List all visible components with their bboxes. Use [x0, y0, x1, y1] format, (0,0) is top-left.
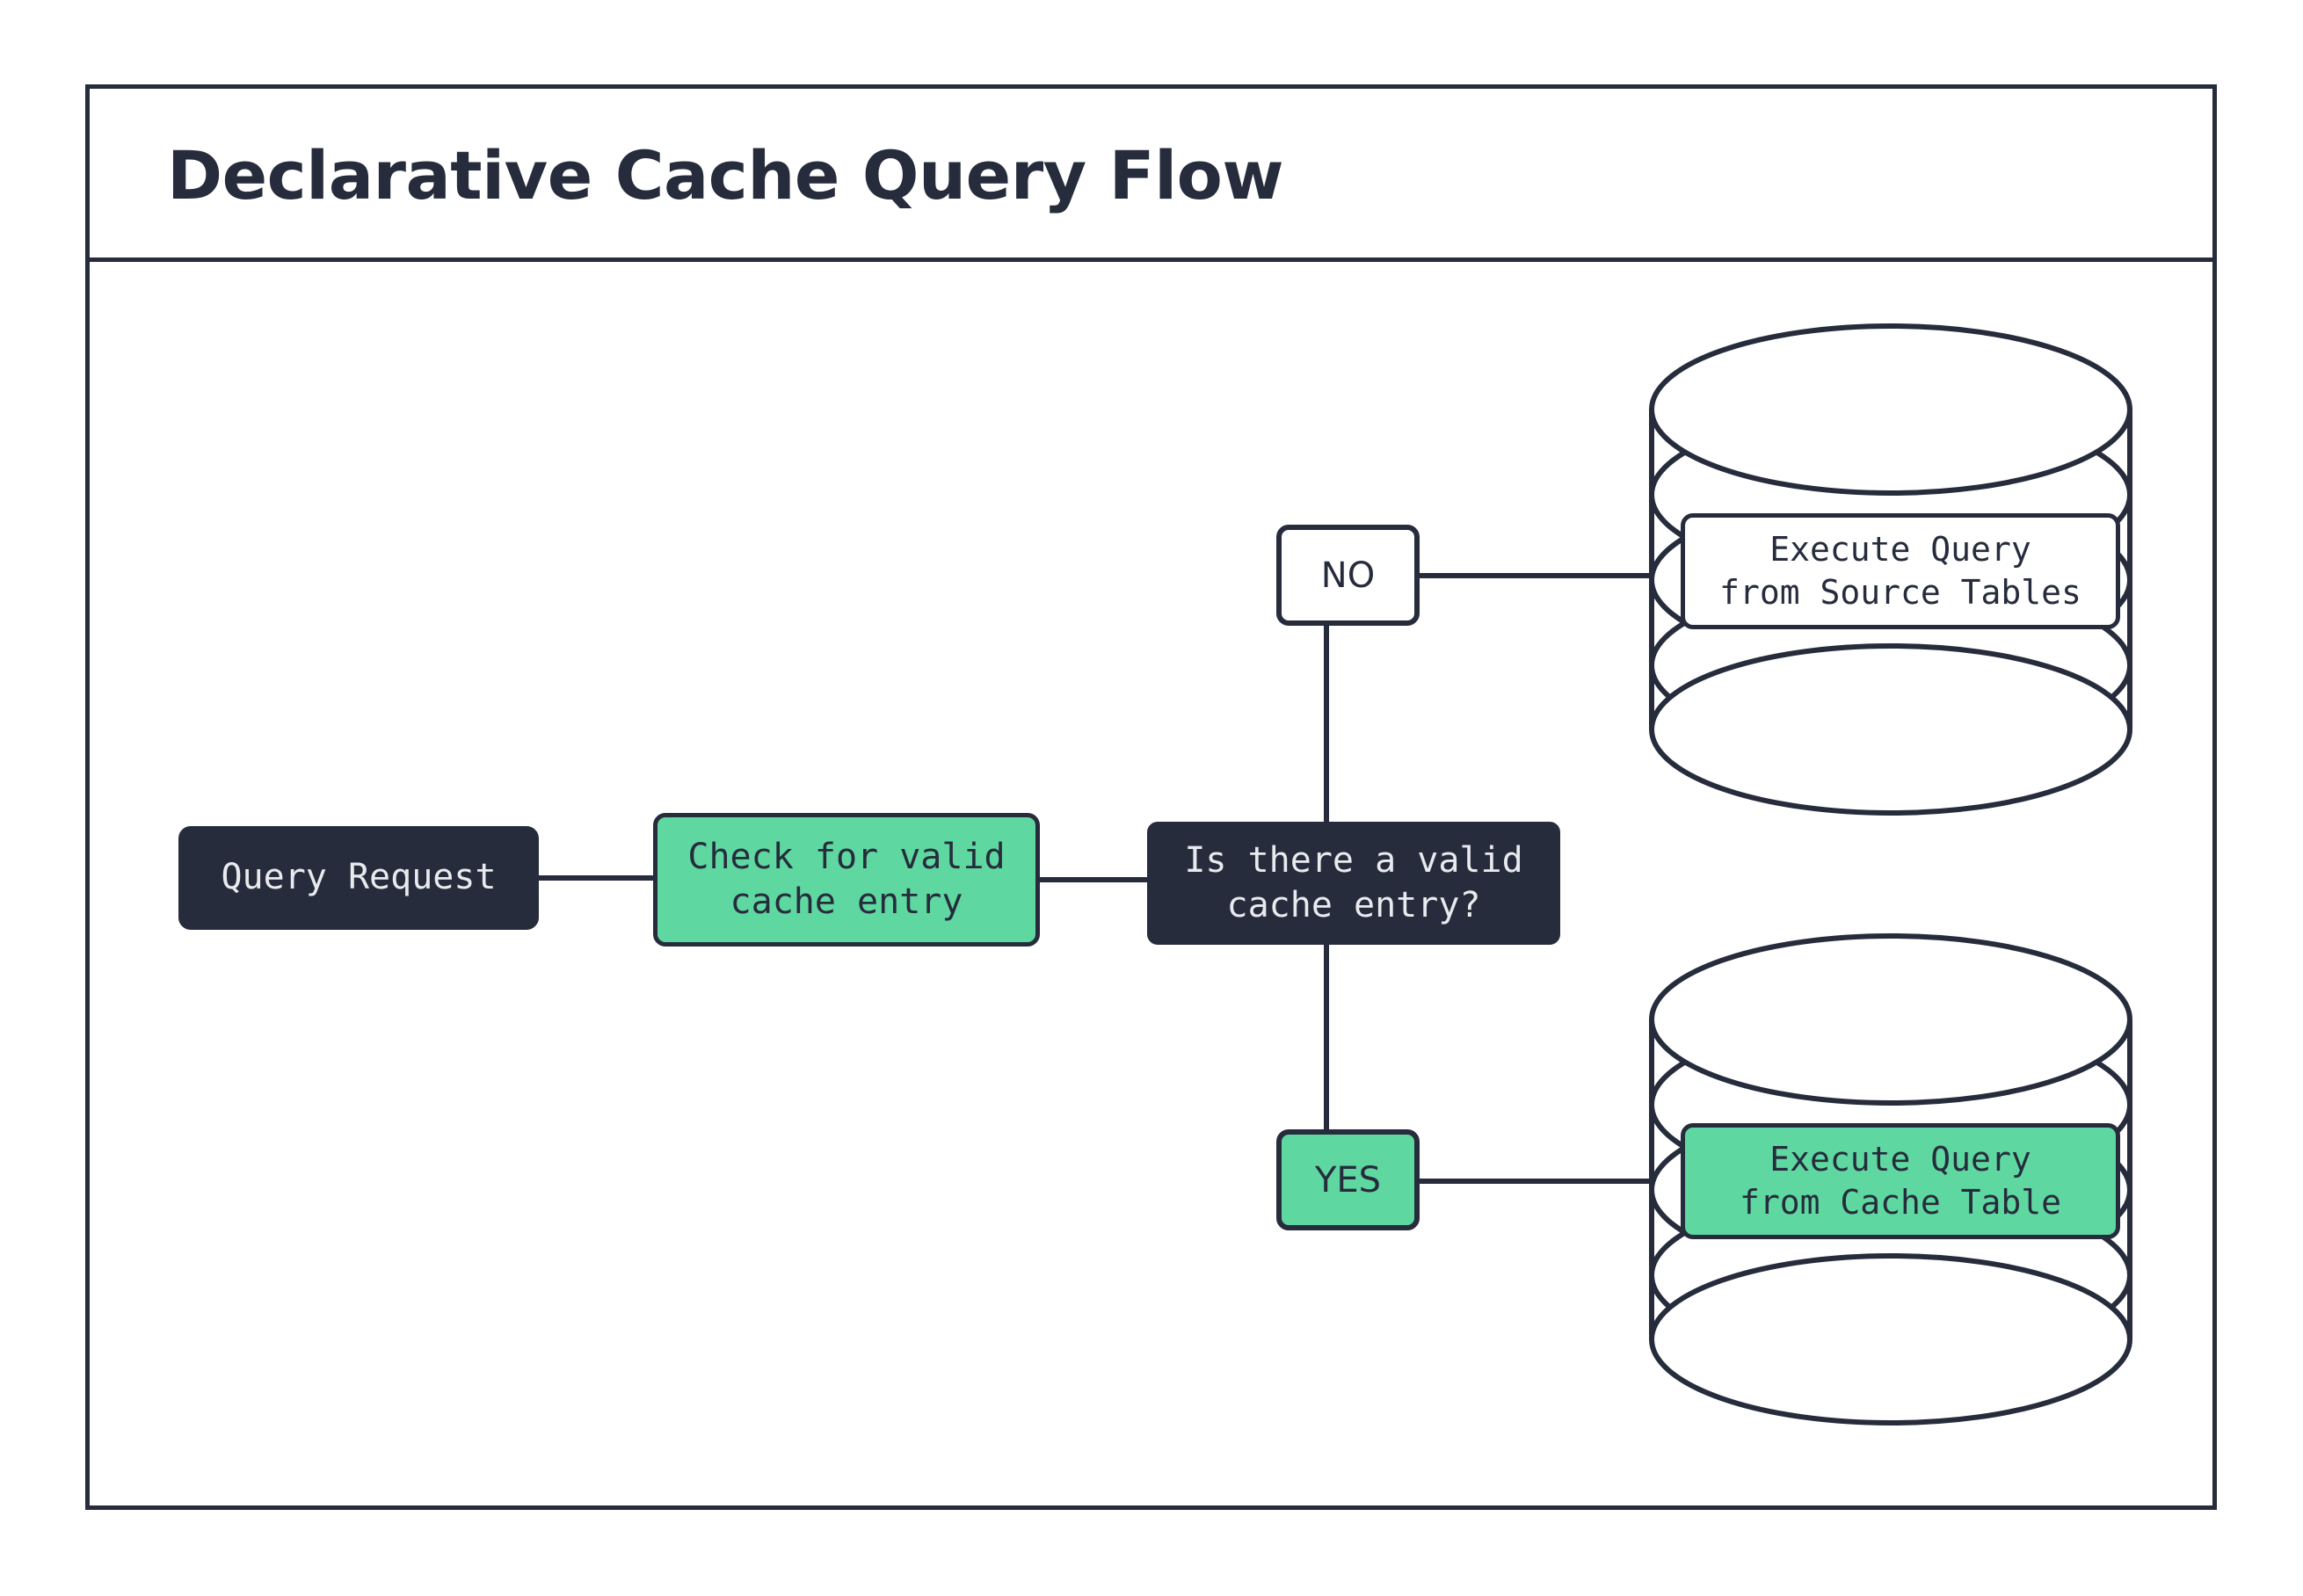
node-decision-label: Is there a valid cache entry?: [1184, 839, 1523, 925]
node-check-cache-label: Check for valid cache entry: [687, 836, 1006, 922]
branch-label-no[interactable]: NO: [1276, 525, 1420, 626]
node-query-request[interactable]: Query Request: [178, 826, 539, 930]
title-divider: [85, 258, 2217, 262]
execute-cache-label: Execute Query from Cache Table: [1681, 1123, 2120, 1239]
execute-source-text: Execute Query from Source Tables: [1719, 529, 2081, 612]
branch-no-text: NO: [1320, 555, 1376, 596]
branch-label-yes[interactable]: YES: [1276, 1129, 1420, 1230]
branch-yes-text: YES: [1314, 1159, 1382, 1201]
page-title: Declarative Cache Query Flow: [167, 136, 1284, 214]
node-check-cache[interactable]: Check for valid cache entry: [653, 813, 1040, 947]
execute-cache-text: Execute Query from Cache Table: [1739, 1139, 2062, 1222]
node-decision[interactable]: Is there a valid cache entry?: [1147, 822, 1560, 945]
execute-source-label: Execute Query from Source Tables: [1681, 513, 2120, 629]
node-query-request-label: Query Request: [221, 857, 497, 898]
